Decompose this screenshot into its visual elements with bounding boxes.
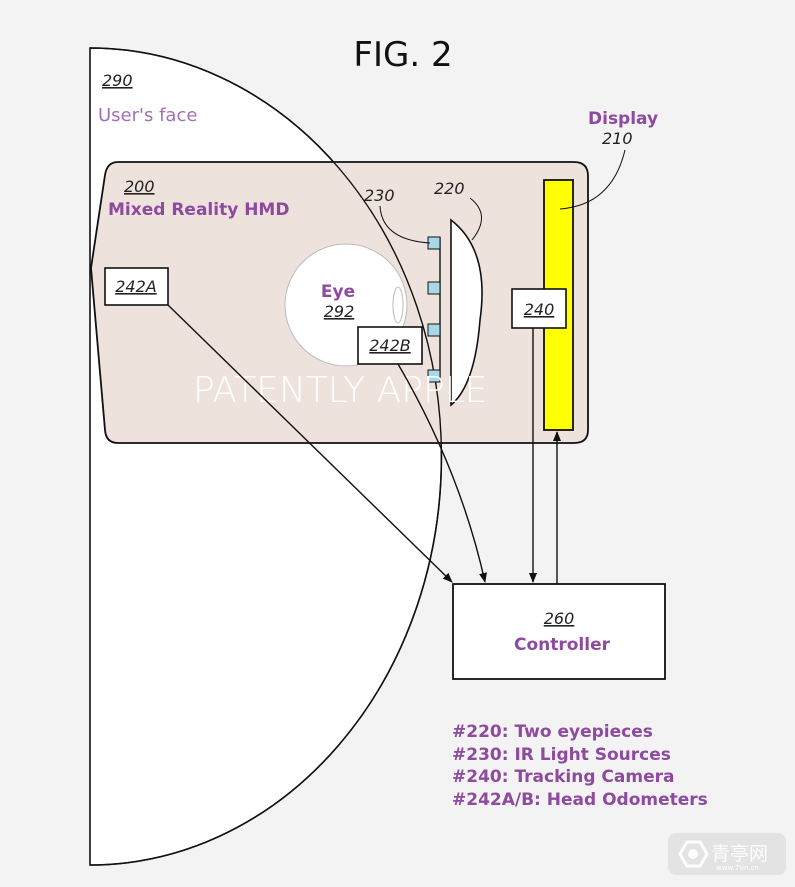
ir-light-source [427, 323, 441, 337]
logo-name: 青亭网 [711, 843, 768, 865]
controller-ref: 260 [544, 609, 575, 628]
corner-logo: 青亭网 www.7tin.cn [668, 833, 786, 875]
odometer-b-box [357, 326, 423, 365]
odometer-b-ref: 242B [369, 336, 411, 355]
camera-ref: 240 [524, 300, 555, 319]
odometer-a-ref: 242A [115, 277, 156, 296]
controller-label: Controller [514, 635, 611, 655]
display-label: Display [588, 109, 658, 129]
tracking-camera-box [511, 288, 567, 329]
face-ref: 290 [102, 71, 133, 90]
ir-leader [379, 205, 431, 244]
ir-light-source [427, 369, 441, 383]
arrow-242b-controller [397, 363, 487, 583]
legend-item: #230: IR Light Sources [452, 745, 671, 765]
figure-title: FIG. 2 [353, 35, 452, 75]
arrow-242a-controller [167, 304, 453, 583]
face-label: User's face [98, 105, 197, 126]
watermark: PATENTLY APPLE [193, 370, 487, 411]
eye-ref: 292 [324, 302, 355, 321]
odometer-a-box [104, 267, 169, 306]
face-arc [89, 47, 443, 866]
hmd-ref: 200 [124, 177, 155, 196]
legend-item: #242A/B: Head Odometers [452, 790, 708, 810]
eyepiece-leader [469, 197, 482, 241]
logo-url: www.7tin.cn [716, 864, 759, 872]
legend-item: #240: Tracking Camera [452, 767, 674, 787]
display-ref: 210 [602, 129, 633, 148]
cornea [392, 286, 404, 324]
eyepiece-lens [450, 218, 483, 407]
ir-light-source [427, 281, 441, 295]
hmd-label: Mixed Reality HMD [108, 200, 289, 220]
legend-item: #220: Two eyepieces [452, 722, 653, 742]
eyepiece-ref: 220 [434, 179, 465, 198]
controller-box [452, 583, 666, 680]
logo-hex-icon [678, 840, 709, 868]
ir-ref: 230 [364, 186, 395, 205]
eye-label: Eye [321, 282, 355, 302]
display-leader [559, 149, 626, 210]
